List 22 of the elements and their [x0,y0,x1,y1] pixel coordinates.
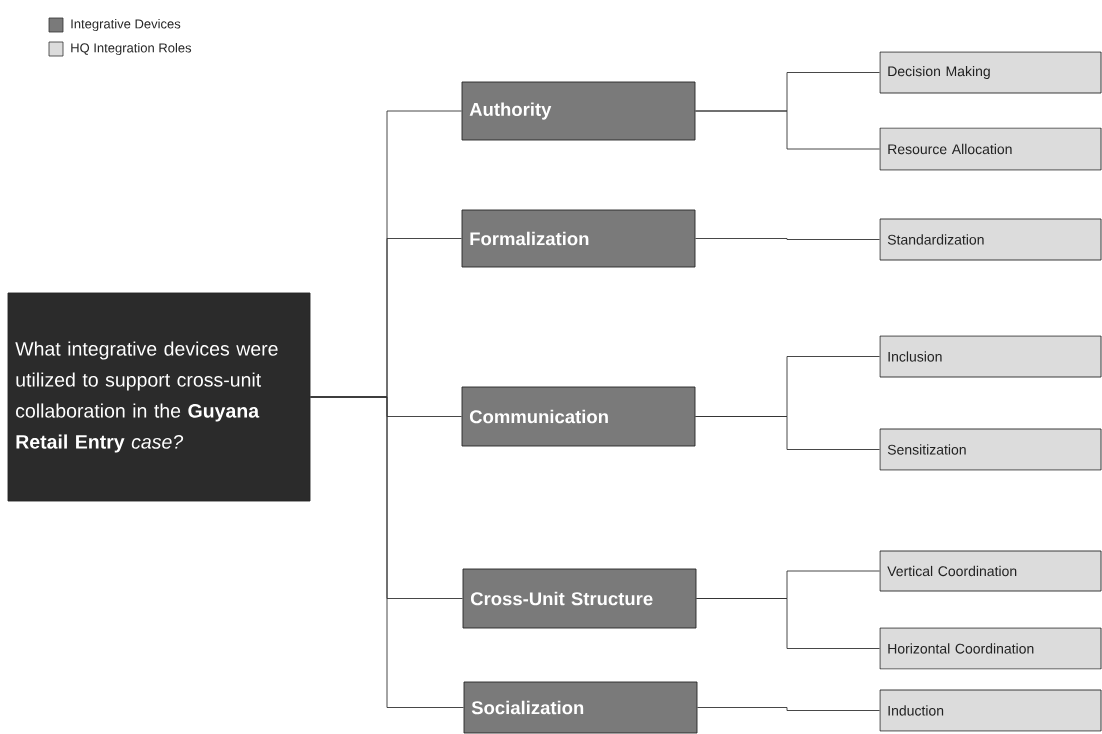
role-box: Sensitization [879,428,1102,471]
legend-label: Integrative Devices [71,18,181,32]
role-box: Standardization [879,218,1102,261]
device-box: Formalization [461,209,696,268]
connector-line [697,707,880,711]
role-box: Induction [879,689,1102,732]
role-box: Resource Allocation [879,127,1102,171]
connector-line [695,110,880,150]
device-box: Authority [461,81,696,141]
legend-label: HQ Integration Roles [71,42,192,56]
connector-line [310,396,464,708]
connector-line [695,416,880,450]
device-box: Socialization [463,681,698,734]
role-box: Decision Making [879,51,1102,94]
device-box: Communication [461,386,696,447]
question-box: What integrative devices were utilized to support cross-unit collaboration in the Guyana Retail Entry case? [7,292,311,502]
role-box: Horizontal Coordination [879,627,1102,670]
connector-line [695,238,880,240]
role-box: Vertical Coordination [879,550,1102,592]
connector-line [696,598,880,649]
device-box: Cross-Unit Structure [462,568,697,629]
role-box: Inclusion [879,335,1102,378]
